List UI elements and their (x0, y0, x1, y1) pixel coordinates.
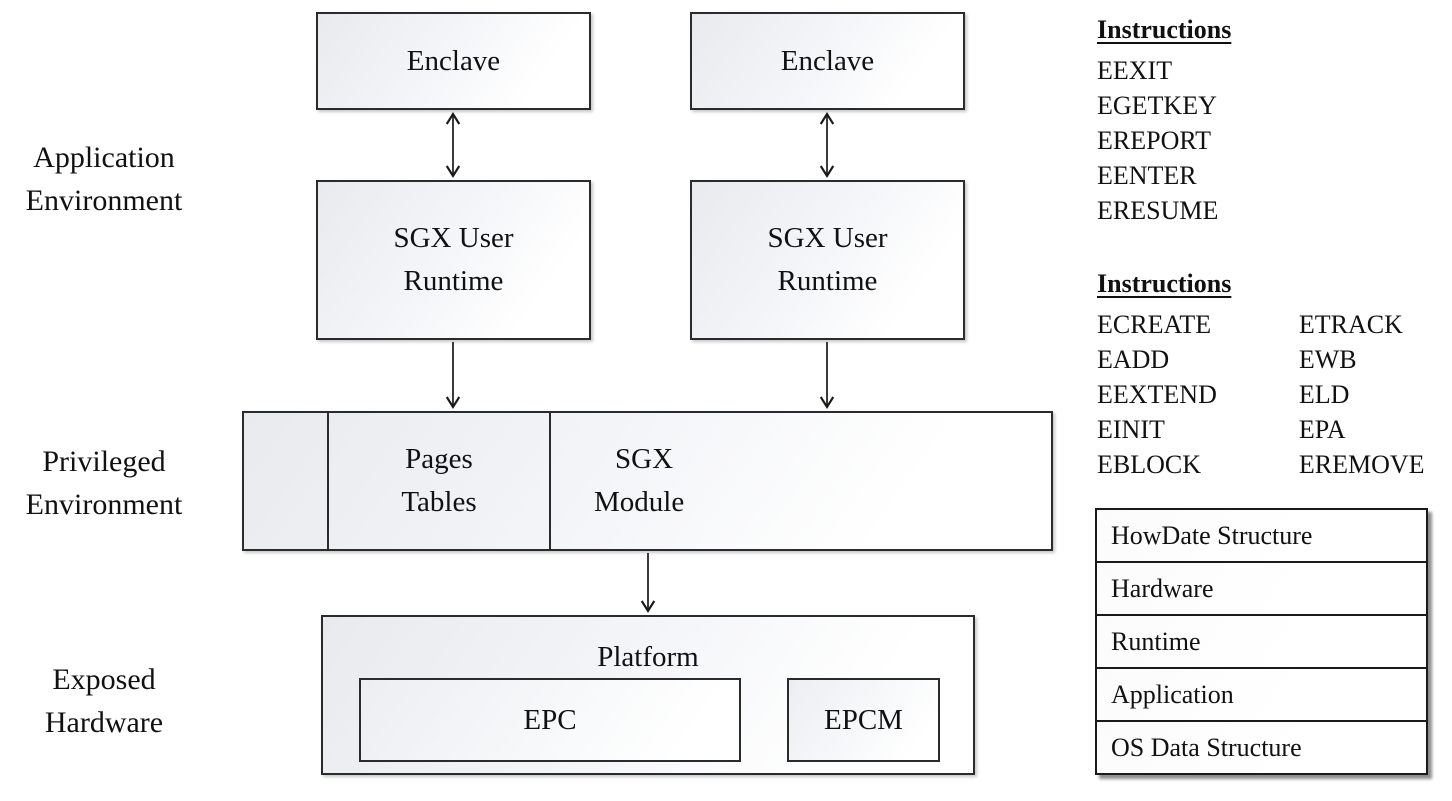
label-line: SGX User (767, 222, 888, 254)
epcm-box: EPCM (787, 678, 940, 762)
instructions-column-1: ECREATE EADD EEXTEND EINIT EBLOCK (1097, 307, 1217, 482)
instruction-item: EBLOCK (1097, 450, 1201, 479)
instruction-item: EWB (1298, 345, 1357, 374)
instruction-item: ETRACK (1298, 310, 1403, 339)
divider-line (549, 413, 551, 549)
instruction-item: EADD (1097, 345, 1170, 374)
platform-label: Platform (597, 641, 699, 673)
label-line: Tables (401, 486, 477, 518)
label-line: Environment (25, 184, 183, 217)
instruction-item: EGETKEY (1097, 91, 1217, 120)
label-line: Exposed (52, 663, 156, 696)
instruction-item: EEXIT (1097, 56, 1173, 85)
instructions-column-2: ETRACK EWB ELD EPA EREMOVE (1299, 307, 1425, 482)
pages-tables-label: Pages Tables (329, 413, 549, 549)
enclave-box-left-label: Enclave (406, 44, 501, 77)
instruction-item: EEXTEND (1097, 380, 1217, 409)
instruction-item: EREMOVE (1298, 450, 1425, 479)
enclave-box-left: Enclave (316, 12, 591, 110)
instructions-columns: ECREATE EADD EEXTEND EINIT EBLOCK ETRACK… (1097, 307, 1425, 482)
enclave-box-right-label: Enclave (780, 44, 875, 77)
legend-row: Hardware (1097, 563, 1426, 616)
legend-row: HowDate Structure (1097, 510, 1426, 563)
label-line: Runtime (777, 265, 878, 297)
instruction-item: EPA (1298, 415, 1346, 444)
legend-row: Application (1097, 669, 1426, 722)
instructions-privileged-title: Instructions (1097, 269, 1232, 298)
label-line: Application (33, 141, 175, 174)
sgx-user-runtime-right-label: SGX User Runtime (692, 182, 963, 338)
instructions-user-list: Instructions EEXIT EGETKEY EREPORT EENTE… (1097, 12, 1231, 228)
instruction-item: EENTER (1097, 161, 1197, 190)
label-privileged-environment: Privileged Environment (4, 440, 204, 526)
instructions-user-title: Instructions (1097, 15, 1232, 44)
epc-label: EPC (523, 703, 577, 736)
legend-row: Runtime (1097, 616, 1426, 669)
label-line: Pages (405, 443, 473, 475)
instruction-item: ECREATE (1097, 310, 1212, 339)
privileged-environment-box: Pages Tables SGX Module (242, 411, 1053, 551)
epc-box: EPC (359, 678, 741, 762)
divider-line (327, 413, 329, 549)
label-exposed-hardware: Exposed Hardware (4, 658, 204, 744)
instruction-item: EREPORT (1097, 126, 1212, 155)
instruction-item: ERESUME (1097, 196, 1219, 225)
legend-table: HowDate Structure Hardware Runtime Appli… (1095, 508, 1428, 775)
legend-row: OS Data Structure (1097, 722, 1426, 773)
label-line: Runtime (403, 265, 504, 297)
epcm-label: EPCM (824, 703, 903, 736)
label-line: SGX (615, 443, 674, 475)
instructions-privileged-list: Instructions ECREATE EADD EEXTEND EINIT … (1097, 266, 1425, 482)
instruction-item: ELD (1298, 380, 1350, 409)
sgx-user-runtime-left-label: SGX User Runtime (318, 182, 589, 338)
platform-box: Platform EPC EPCM (321, 615, 975, 775)
label-line: SGX User (393, 222, 514, 254)
label-line: Hardware (44, 706, 164, 739)
label-line: Privileged (42, 445, 166, 478)
sgx-module-label: SGX Module (594, 413, 814, 549)
sgx-user-runtime-box-left: SGX User Runtime (316, 180, 591, 340)
label-line: Environment (25, 488, 183, 521)
label-application-environment: Application Environment (4, 136, 204, 222)
sgx-user-runtime-box-right: SGX User Runtime (690, 180, 965, 340)
label-line: Module (594, 486, 685, 518)
instruction-item: EINIT (1097, 415, 1165, 444)
enclave-box-right: Enclave (690, 12, 965, 110)
